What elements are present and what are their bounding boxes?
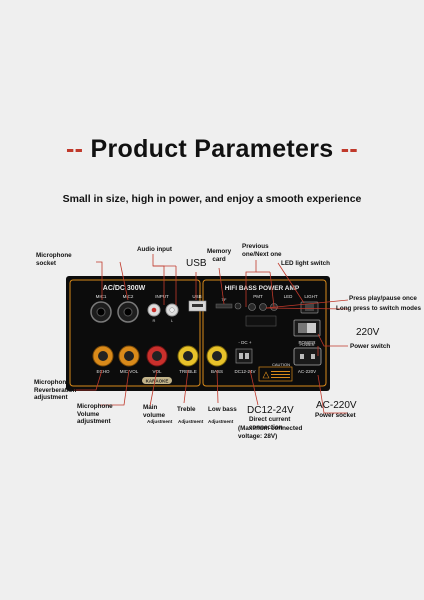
callout-dc: DC12-24V (247, 405, 294, 416)
bass-knob[interactable] (206, 345, 228, 367)
led-label: LED (284, 294, 294, 299)
light-label: LIGHT (304, 294, 318, 299)
prev-button[interactable] (248, 303, 256, 311)
main-vol-knob[interactable] (146, 345, 168, 367)
callout-mic-reverb: Microphone Reverberation adjustment (34, 379, 77, 401)
callout-mic-volume: Microphone Volume adjustment (77, 403, 113, 425)
callout-dc-max: (Maximum connected voltage: 28V) (238, 425, 303, 440)
power-switch[interactable] (293, 319, 321, 337)
echo-knob[interactable] (92, 345, 114, 367)
amplifier-board: AC/DC 300W HIFI BASS POWER AMP MIC1 MIC2… (66, 276, 330, 391)
mic2-jack[interactable] (117, 301, 139, 323)
input-label: INPUT (155, 294, 169, 299)
rca-input-right[interactable] (147, 303, 161, 317)
treble-knob[interactable] (177, 345, 199, 367)
dc-plus-label: - DC + (238, 340, 251, 345)
subtitle: Small in size, high in power, and enjoy … (62, 193, 362, 205)
tf-board-label: TF (222, 297, 227, 302)
callout-220v: 220V (356, 327, 380, 338)
usb-board-label: USB (192, 294, 201, 299)
callout-power-switch: Power switch (350, 343, 391, 350)
karaoke-label: KARAOKE (146, 378, 169, 383)
led-display (245, 315, 277, 327)
dc-connector[interactable] (235, 348, 253, 364)
ir-sensor (234, 302, 242, 310)
callout-play-pause: Press play/pause once (349, 295, 417, 302)
callout-adjustment-3: Adjustment (208, 419, 234, 424)
callout-main-volume: Main volume (143, 404, 166, 419)
ac-power-socket[interactable] (293, 347, 322, 366)
rca-l-label: L (171, 318, 174, 323)
caution-label: CAUTION (272, 362, 290, 367)
callout-adjustment-1: Adjustment (147, 419, 173, 424)
ac-board-label: AC-220V (298, 369, 316, 374)
callout-mic-socket: Microphone socket (36, 252, 72, 267)
callout-usb: USB (186, 258, 207, 269)
page-title: -- Product Parameters -- (0, 135, 424, 164)
callout-power-socket: Power socket (315, 412, 356, 419)
caution-box (258, 366, 293, 382)
callout-adjustment-2: Adjustment (178, 419, 204, 424)
title-dash-right: -- (340, 135, 359, 163)
rca-r-label: R (153, 318, 156, 323)
power-switch-label: POWER (298, 340, 316, 345)
mic-vol-knob[interactable] (118, 345, 140, 367)
callout-memory-card: Memory card (207, 248, 232, 263)
dc-board-label: DC12-24V (234, 369, 255, 374)
board-left-title: AC/DC 300W (103, 285, 146, 292)
mic1-label: MIC1 (96, 294, 107, 299)
mic-vol-board-label: MIC VOL (120, 369, 139, 374)
amplifier-board-graphic: AC/DC 300W HIFI BASS POWER AMP MIC1 MIC2… (69, 279, 327, 387)
callout-treble: Treble (177, 406, 196, 413)
vol-board-label: VOL (152, 369, 162, 374)
callout-ac: AC-220V (316, 400, 357, 411)
callout-prev-next: Previous one/Next one (242, 243, 282, 258)
ac-power-board-label: POWER (299, 342, 314, 347)
callout-audio-input: Audio input (137, 246, 172, 253)
led-light-switch[interactable] (300, 301, 319, 314)
callout-dc-direct: Direct current connection (249, 416, 291, 431)
title-dash-left: -- (65, 135, 84, 163)
mic2-label: MIC2 (123, 294, 134, 299)
callout-led-switch: LED light switch (281, 260, 330, 267)
karaoke-badge (142, 377, 172, 384)
echo-board-label: ECHO (96, 369, 110, 374)
usb-port[interactable] (188, 300, 207, 312)
title-text: Product Parameters (90, 135, 334, 163)
play-pause-button[interactable] (259, 303, 267, 311)
rca-input-left[interactable] (165, 303, 179, 317)
callout-low-bass: Low bass (208, 406, 237, 413)
pmt-label: PMT (253, 294, 263, 299)
callout-long-press: Long press to switch modes (336, 305, 422, 312)
mic1-jack[interactable] (90, 301, 112, 323)
board-right-title: HIFI BASS POWER AMP (225, 285, 300, 292)
